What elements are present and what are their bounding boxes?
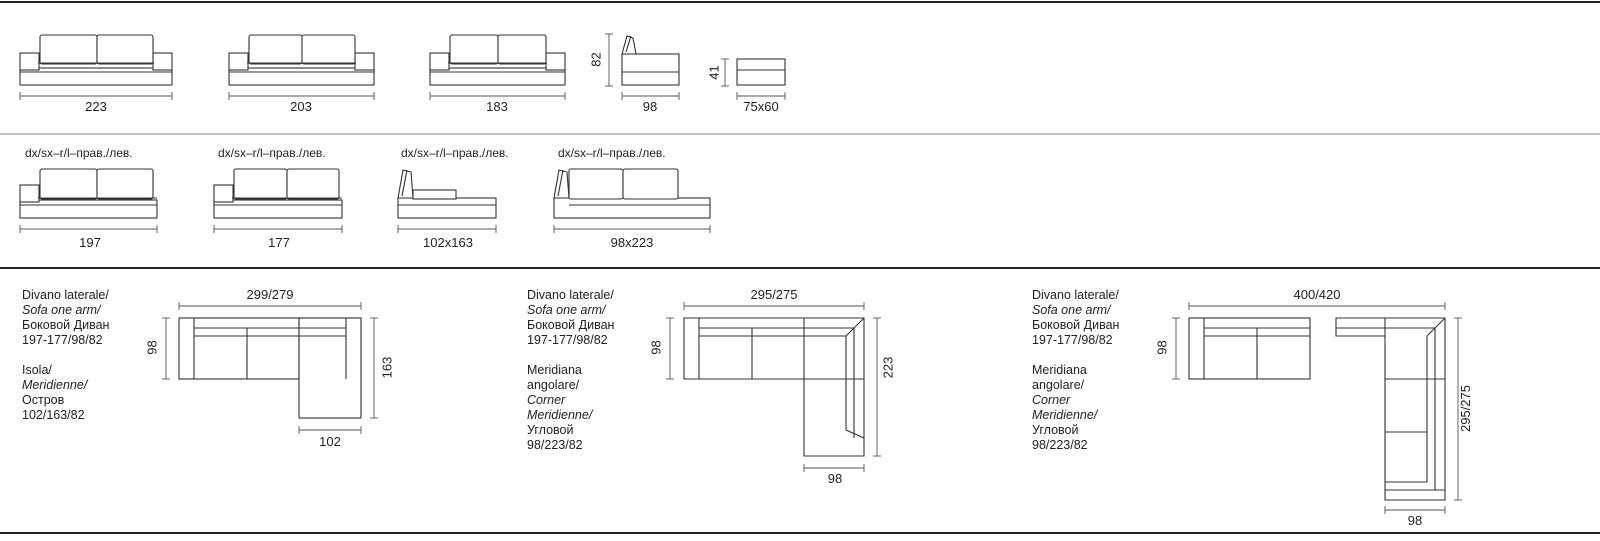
c2-sofa-ru: Боковой Диван bbox=[527, 318, 615, 332]
c3-height: 295/275 bbox=[1458, 385, 1473, 432]
c2-corner-en2: Meridienne/ bbox=[527, 408, 593, 422]
island-chaise-side-label: dx/sx–r/l–прав./лев. bbox=[401, 146, 509, 160]
one-arm-197-width: 197 bbox=[79, 235, 101, 250]
c2-corner-size: 98/223/82 bbox=[527, 438, 583, 452]
c2-corner-it1: Meridiana bbox=[527, 363, 582, 377]
armchair-width-dimension bbox=[621, 92, 680, 100]
island-chaise-size: 102x163 bbox=[423, 235, 473, 250]
corner-chaise-size: 98x223 bbox=[610, 235, 654, 250]
c2-depth: 98 bbox=[648, 340, 664, 355]
sofa-183-width: 183 bbox=[486, 99, 508, 114]
c1-island-it: Isola/ bbox=[22, 363, 52, 377]
c3-sofa-size: 197-177/98/82 bbox=[1032, 333, 1113, 347]
c2-corner-it2: angolare/ bbox=[527, 378, 580, 392]
sofa-183-dimension-line bbox=[429, 92, 566, 100]
c2-height: 223 bbox=[880, 356, 896, 379]
c1-island-ru: Остров bbox=[22, 393, 65, 407]
armchair-height: 82 bbox=[588, 52, 604, 67]
c2-sofa-it: Divano laterale/ bbox=[527, 288, 614, 302]
sofa-223-width: 223 bbox=[85, 99, 107, 114]
c1-bottom: 102 bbox=[319, 434, 341, 449]
island-chaise-drawing bbox=[397, 169, 497, 219]
composition-1-plan bbox=[178, 317, 362, 419]
sofa-203-width: 203 bbox=[290, 99, 312, 114]
one-arm-177-dimension-line bbox=[213, 225, 343, 233]
pouf-width-dimension bbox=[736, 92, 786, 100]
one-arm-197-dimension-line bbox=[19, 225, 158, 233]
c1-sofa-size: 197-177/98/82 bbox=[22, 333, 103, 347]
c3-corner-it2: angolare/ bbox=[1032, 378, 1085, 392]
c3-corner-en1: Corner bbox=[1032, 393, 1071, 407]
c3-corner-en2: Meridienne/ bbox=[1032, 408, 1098, 422]
composition-2-dimensions bbox=[666, 302, 881, 472]
c2-bottom: 98 bbox=[827, 471, 843, 486]
c3-width: 400/420 bbox=[1293, 287, 1341, 302]
sofa-203-drawing bbox=[228, 34, 375, 86]
one-arm-197-drawing bbox=[19, 168, 158, 219]
composition-1-description: Divano laterale/ Sofa one arm/ Боковой Д… bbox=[22, 288, 109, 423]
sofa-223-drawing bbox=[19, 34, 173, 86]
corner-chaise-dimension-line bbox=[553, 225, 711, 233]
c3-bottom: 98 bbox=[1407, 513, 1423, 528]
c3-corner-it1: Meridiana bbox=[1032, 363, 1087, 377]
c1-sofa-ru: Боковой Диван bbox=[22, 318, 110, 332]
one-arm-177-width: 177 bbox=[268, 235, 290, 250]
armchair-module-drawing bbox=[621, 35, 680, 86]
one-arm-197-side-label: dx/sx–r/l–прав./лев. bbox=[25, 146, 133, 160]
armchair-height-dimension bbox=[605, 33, 613, 87]
island-chaise-dimension-line bbox=[397, 225, 497, 233]
c3-sofa-it: Divano laterale/ bbox=[1032, 288, 1119, 302]
c2-sofa-size: 197-177/98/82 bbox=[527, 333, 608, 347]
sofa-203-dimension-line bbox=[228, 92, 375, 100]
c2-width: 295/275 bbox=[750, 287, 798, 302]
c3-corner-ru: Угловой bbox=[1032, 423, 1079, 437]
c1-depth: 98 bbox=[144, 340, 160, 355]
sofa-223-dimension-line bbox=[19, 92, 173, 100]
c1-width: 299/279 bbox=[246, 287, 294, 302]
pouf-height-dimension bbox=[721, 58, 729, 87]
pouf-size: 75x60 bbox=[743, 99, 779, 114]
composition-2-plan bbox=[683, 317, 865, 457]
one-arm-177-side-label: dx/sx–r/l–прав./лев. bbox=[218, 146, 326, 160]
c2-sofa-en: Sofa one arm/ bbox=[527, 303, 606, 317]
pouf-drawing bbox=[736, 58, 786, 86]
composition-3-description: Divano laterale/ Sofa one arm/ Боковой Д… bbox=[1032, 288, 1119, 453]
armchair-width: 98 bbox=[642, 99, 658, 114]
corner-chaise-drawing bbox=[553, 168, 711, 219]
c3-sofa-ru: Боковой Диван bbox=[1032, 318, 1120, 332]
c2-corner-en1: Corner bbox=[527, 393, 566, 407]
c2-corner-ru: Угловой bbox=[527, 423, 574, 437]
c1-sofa-en: Sofa one arm/ bbox=[22, 303, 101, 317]
c3-depth: 98 bbox=[1154, 340, 1170, 355]
c1-sofa-it: Divano laterale/ bbox=[22, 288, 109, 302]
sofa-183-drawing bbox=[429, 34, 566, 86]
corner-chaise-side-label: dx/sx–r/l–прав./лев. bbox=[558, 146, 666, 160]
composition-3-plan bbox=[1188, 317, 1446, 501]
pouf-height: 41 bbox=[706, 65, 722, 80]
c1-height: 163 bbox=[379, 356, 395, 379]
composition-3-dimensions bbox=[1172, 302, 1462, 514]
c1-island-en: Meridienne/ bbox=[22, 378, 88, 392]
c1-island-size: 102/163/82 bbox=[22, 408, 85, 422]
c3-sofa-en: Sofa one arm/ bbox=[1032, 303, 1111, 317]
composition-2-description: Divano laterale/ Sofa one arm/ Боковой Д… bbox=[527, 288, 614, 453]
one-arm-177-drawing bbox=[213, 168, 343, 219]
c3-corner-size: 98/223/82 bbox=[1032, 438, 1088, 452]
composition-1-dimensions bbox=[162, 302, 378, 434]
